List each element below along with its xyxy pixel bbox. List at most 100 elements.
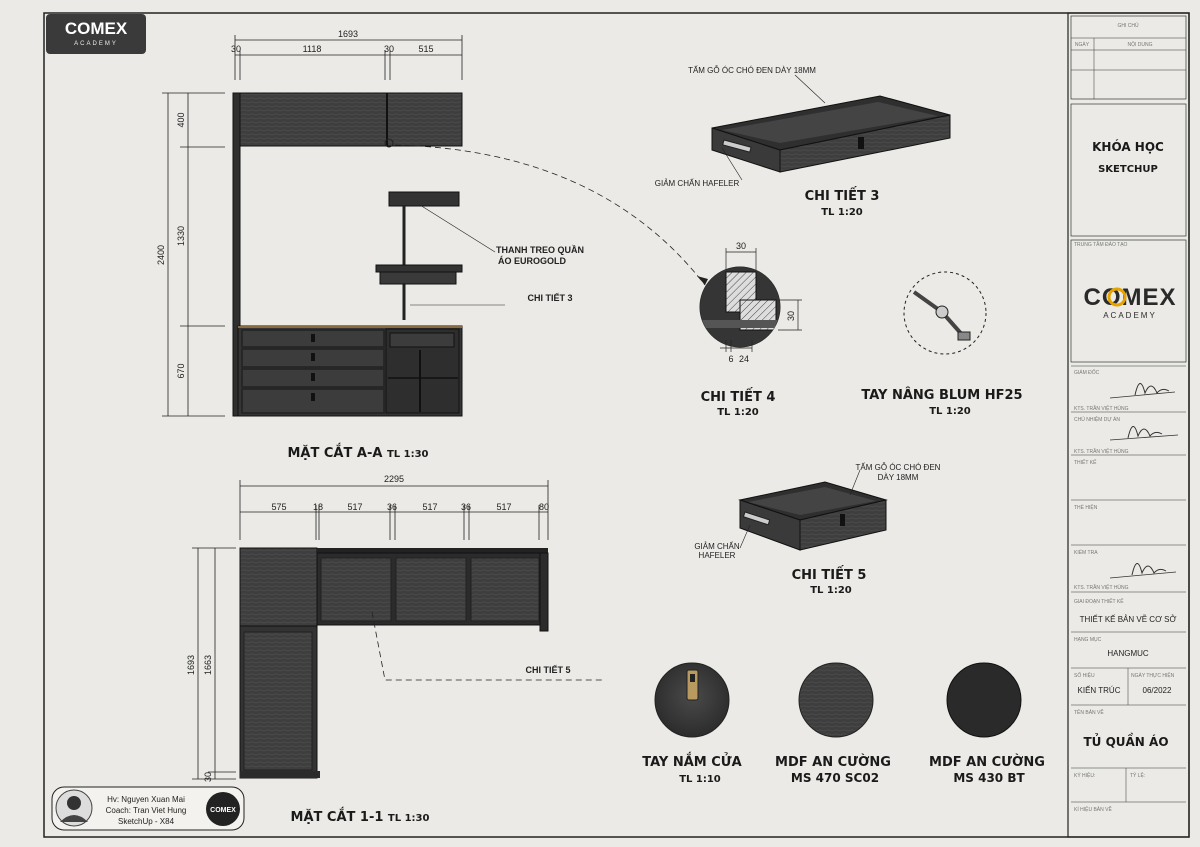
dim-11-8: 80 bbox=[539, 502, 549, 512]
dim-11-5: 517 bbox=[422, 502, 437, 512]
label-hafele-5b: HAFELER bbox=[699, 551, 736, 560]
small-logo: COMEX bbox=[210, 807, 236, 814]
dim-aa-total: 1693 bbox=[338, 29, 358, 39]
detail3-scale: TL 1:20 bbox=[821, 207, 863, 218]
detail4-title: CHI TIẾT 4 bbox=[701, 388, 776, 405]
notes-col1: NGÀY bbox=[1075, 41, 1090, 48]
section-11: 2295 575 18 517 36 517 36 517 80 1693 16… bbox=[186, 474, 605, 825]
dim-11-height: 1693 bbox=[186, 655, 196, 675]
center-label: TRUNG TÂM ĐÀO TẠO bbox=[1074, 241, 1128, 248]
material-handle: TAY NẮM CỬA TL 1:10 bbox=[642, 662, 742, 785]
dim-aa-h2: 1330 bbox=[176, 226, 186, 246]
label-board-5a: TẤM GỖ ÓC CHÓ ĐEN bbox=[856, 462, 941, 472]
material-1-sub: TL 1:10 bbox=[679, 774, 721, 785]
file-label: KÍ HIỆU BẢN VẼ bbox=[1074, 805, 1112, 813]
label-detail5-ref: CHI TIẾT 5 bbox=[525, 665, 570, 675]
draw-label: THỂ HIỆN bbox=[1074, 503, 1098, 511]
check-label: KIỂM TRA bbox=[1074, 549, 1098, 556]
signature-1 bbox=[1134, 383, 1170, 396]
discipline-value: KIẾN TRÚC bbox=[1078, 685, 1121, 695]
detail-5: TẤM GỖ ÓC CHÓ ĐEN DÀY 18MM GIẢM CHẤN HAF… bbox=[694, 462, 940, 596]
detail5-scale: TL 1:20 bbox=[810, 585, 852, 596]
credit-student: Hv: Nguyen Xuan Mai bbox=[107, 795, 185, 804]
code-label: SỐ HIỆU bbox=[1074, 671, 1095, 679]
comex-logo: COMEX ACADEMY bbox=[46, 14, 146, 54]
dim-11-3: 517 bbox=[347, 502, 362, 512]
phase-label: GIAI ĐOẠN THIẾT KẾ bbox=[1074, 598, 1124, 605]
section-aa-title: MẶT CẮT A-A TL 1:30 bbox=[288, 444, 429, 461]
material-2-sub: MS 470 SC02 bbox=[791, 771, 879, 785]
date-label: NGÀY THỰC HIỆN bbox=[1131, 671, 1175, 679]
course-title-1: KHÓA HỌC bbox=[1092, 139, 1164, 154]
sheet-label: KÝ HIỆU: bbox=[1074, 771, 1095, 779]
item-value: HANGMUC bbox=[1107, 649, 1149, 658]
label-board-5b: DÀY 18MM bbox=[878, 473, 919, 482]
dim-aa-2: 1118 bbox=[303, 44, 322, 54]
date-value: 06/2022 bbox=[1143, 686, 1172, 695]
dim-aa-height: 2400 bbox=[156, 245, 166, 265]
phase-value: THIẾT KẾ BẢN VẼ CƠ SỞ bbox=[1080, 614, 1177, 624]
label-rail-1: THANH TREO QUẦN bbox=[496, 245, 584, 255]
dim-aa-h3: 670 bbox=[176, 363, 186, 378]
dim-d4-right: 30 bbox=[786, 311, 796, 321]
section-11-title: MẶT CẮT 1-1 TL 1:30 bbox=[291, 808, 430, 825]
title-block: GHI CHÚ NGÀY NỘI DUNG KHÓA HỌC SKETCHUP … bbox=[1067, 12, 1190, 838]
scale-label: TỶ LỆ: bbox=[1130, 771, 1145, 779]
detail-4: 30 30 6 24 CHI TIẾT 4 TL 1:20 bbox=[699, 241, 802, 418]
notes-header: GHI CHÚ bbox=[1117, 22, 1139, 29]
logo-subtext: ACADEMY bbox=[74, 41, 118, 47]
blum-scale: TL 1:20 bbox=[929, 406, 971, 417]
dim-aa-4: 515 bbox=[418, 44, 433, 54]
material-3-title: MDF AN CƯỜNG bbox=[929, 754, 1045, 770]
label-board-3: TẤM GỖ ÓC CHÓ ĐEN DÀY 18MM bbox=[688, 65, 816, 75]
label-hafele-5a: GIẢM CHẤN bbox=[694, 541, 740, 551]
dim-11-1: 575 bbox=[271, 502, 286, 512]
dim-d4-b2: 24 bbox=[739, 354, 749, 364]
credit-card: Hv: Nguyen Xuan Mai Coach: Tran Viet Hun… bbox=[51, 786, 245, 831]
blum-title: TAY NÂNG BLUM HF25 bbox=[861, 387, 1022, 403]
material-mdf-430: MDF AN CƯỜNG MS 430 BT bbox=[929, 662, 1045, 785]
tb-logo: COMEX bbox=[1083, 284, 1176, 311]
dim-aa-h1: 400 bbox=[176, 112, 186, 127]
notes-col2: NỘI DUNG bbox=[1128, 41, 1153, 48]
credit-coach: Coach: Tran Viet Hung bbox=[106, 806, 187, 815]
dim-d4-b1: 6 bbox=[728, 354, 733, 364]
drawing-label: TÊN BẢN VẼ bbox=[1074, 708, 1104, 716]
drawing-name: TỦ QUẦN ÁO bbox=[1083, 732, 1168, 749]
detail4-scale: TL 1:20 bbox=[717, 407, 759, 418]
logo-text: COMEX bbox=[65, 19, 128, 38]
label-detail3-ref: CHI TIẾT 3 bbox=[527, 293, 572, 303]
material-3-sub: MS 430 BT bbox=[953, 771, 1025, 785]
dim-d4-top: 30 bbox=[736, 241, 746, 251]
chief-name: KTS. TRẦN VIỆT HÙNG bbox=[1074, 447, 1129, 455]
director-name: KTS. TRẦN VIỆT HÙNG bbox=[1074, 404, 1129, 412]
course-title-2: SKETCHUP bbox=[1098, 164, 1158, 175]
item-label: HẠNG MỤC bbox=[1074, 637, 1102, 643]
signature-2 bbox=[1127, 426, 1163, 439]
dim-11-4: 36 bbox=[387, 502, 397, 512]
section-aa: 1693 30 1118 30 515 2400 400 1330 670 bbox=[156, 29, 708, 461]
label-rail-2: ÁO EUROGOLD bbox=[498, 256, 567, 266]
dim-11-7: 517 bbox=[496, 502, 511, 512]
detail3-title: CHI TIẾT 3 bbox=[805, 187, 880, 204]
material-1-title: TAY NẮM CỬA bbox=[642, 753, 741, 770]
dim-11-total: 2295 bbox=[384, 474, 404, 484]
signature-3 bbox=[1131, 563, 1167, 576]
detail5-title: CHI TIẾT 5 bbox=[792, 566, 867, 583]
detail-3: TẤM GỖ ÓC CHÓ ĐEN DÀY 18MM GIẢM CHẤN HAF… bbox=[655, 65, 951, 218]
dim-11-bottom: 30 bbox=[203, 772, 213, 782]
blum-hf25: TAY NÂNG BLUM HF25 TL 1:20 bbox=[861, 271, 1023, 417]
dim-11-6: 36 bbox=[461, 502, 471, 512]
material-mdf-470: MDF AN CƯỜNG MS 470 SC02 bbox=[775, 662, 891, 785]
director-label: GIÁM ĐỐC bbox=[1074, 369, 1100, 376]
tb-logo-sub: ACADEMY bbox=[1103, 311, 1157, 320]
material-2-title: MDF AN CƯỜNG bbox=[775, 754, 891, 770]
dim-aa-1: 30 bbox=[231, 44, 241, 54]
credit-software: SketchUp - X84 bbox=[118, 817, 175, 826]
check-name: KTS. TRẦN VIỆT HÙNG bbox=[1074, 583, 1129, 591]
dim-11-2: 18 bbox=[313, 502, 323, 512]
label-hafele-3: GIẢM CHẤN HAFELER bbox=[655, 178, 740, 188]
dim-aa-3: 30 bbox=[384, 44, 394, 54]
